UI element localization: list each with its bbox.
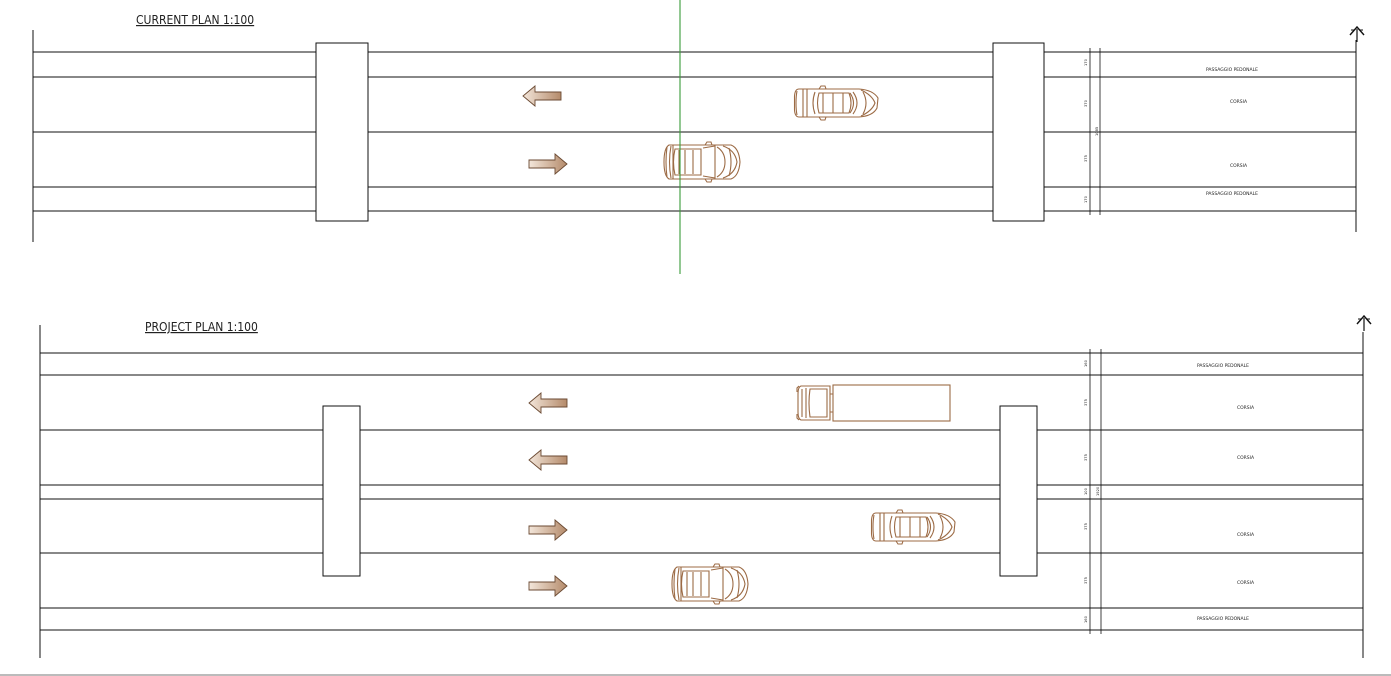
direction-arrow-icon xyxy=(528,153,568,175)
dim-label: 375 xyxy=(1084,523,1088,530)
dim-label: 100 xyxy=(1084,487,1088,495)
truck-icon xyxy=(796,384,951,422)
project-dimension-labels: 160 375 375 100 375 375 160 1920 xyxy=(1084,359,1100,623)
car-icon xyxy=(870,509,956,545)
north-arrow-icon xyxy=(1349,26,1365,43)
current-plan: CURRENT PLAN 1:100 170 370 3 xyxy=(32,13,1365,242)
dim-label: 375 xyxy=(1084,454,1088,461)
current-dimension-labels: 170 370 375 170 1085 xyxy=(1084,58,1099,203)
lane-label: PASSAGGIO PEDONALE xyxy=(1197,616,1249,622)
crossing-block-right xyxy=(999,405,1038,577)
direction-arrow-icon xyxy=(522,85,562,107)
crossing-block-right xyxy=(992,42,1045,222)
direction-arrow-icon xyxy=(528,392,568,414)
dim-label: 160 xyxy=(1084,615,1088,623)
direction-arrow-icon xyxy=(528,449,568,471)
lane-label: PASSAGGIO PEDONALE xyxy=(1206,67,1258,73)
car-icon xyxy=(663,141,741,183)
crossing-block-left xyxy=(315,42,369,222)
lane-label: PASSAGGIO PEDONALE xyxy=(1197,363,1249,369)
project-plan-title: PROJECT PLAN 1:100 xyxy=(145,320,258,334)
lane-label: PASSAGGIO PEDONALE xyxy=(1206,191,1258,197)
project-lane-labels: PASSAGGIO PEDONALE CORSIA CORSIA CORSIA … xyxy=(1197,363,1255,622)
direction-arrow-icon xyxy=(528,575,568,597)
dim-label: 375 xyxy=(1084,399,1088,406)
dim-label: 170 xyxy=(1084,58,1088,66)
project-road-lines xyxy=(40,352,1363,631)
current-plan-title: CURRENT PLAN 1:100 xyxy=(136,13,254,27)
lane-label: CORSIA xyxy=(1237,405,1255,411)
direction-arrow-icon xyxy=(528,519,568,541)
north-arrow-icon xyxy=(1356,315,1372,332)
current-dimension-lines xyxy=(1086,48,1102,215)
crossing-block-left xyxy=(322,405,361,577)
project-dimension-lines xyxy=(1086,349,1103,634)
current-road-lines xyxy=(33,51,1356,212)
dim-label: 170 xyxy=(1084,195,1088,203)
lane-label: CORSIA xyxy=(1237,532,1255,538)
project-plan: PROJECT PLAN 1:100 xyxy=(39,315,1372,658)
dim-label: 160 xyxy=(1084,359,1088,367)
car-icon xyxy=(793,85,879,121)
lane-label: CORSIA xyxy=(1230,163,1248,169)
lane-label: CORSIA xyxy=(1230,99,1248,105)
dim-total-label: 1920 xyxy=(1096,486,1100,496)
lane-label: CORSIA xyxy=(1237,580,1255,586)
lane-label: CORSIA xyxy=(1237,455,1255,461)
dim-label: 370 xyxy=(1084,99,1088,107)
dim-label: 375 xyxy=(1084,155,1088,162)
car-icon xyxy=(671,563,749,605)
dim-label: 375 xyxy=(1084,577,1088,584)
dim-total-label: 1085 xyxy=(1095,127,1099,136)
current-lane-labels: PASSAGGIO PEDONALE CORSIA CORSIA PASSAGG… xyxy=(1206,67,1258,197)
